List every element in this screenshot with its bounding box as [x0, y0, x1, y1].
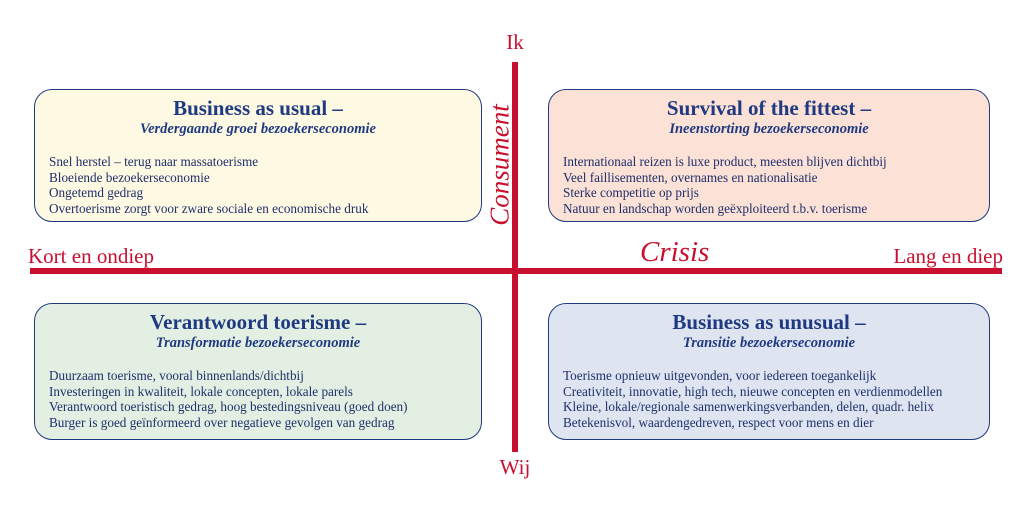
- list-item: Burger is goed geïnformeerd over negatie…: [49, 414, 395, 430]
- list-item: Duurzaam toerisme, vooral binnenlands/di…: [49, 368, 304, 384]
- quadrant-subtitle: Transitie bezoekerseconomie: [682, 335, 856, 352]
- quadrant-dash: –: [350, 310, 367, 334]
- list-item: Investeringen in kwaliteit, lokale conce…: [49, 383, 353, 399]
- list-item: Kleine, lokale/regionale samenwerkingsve…: [563, 399, 934, 415]
- axis-label-right: Lang en diep: [893, 244, 1003, 268]
- list-item: Snel herstel – terug naar massatoerisme: [49, 154, 259, 170]
- list-item: Verantwoord toeristisch gedrag, hoog bes…: [49, 399, 408, 415]
- list-item: Bloeiende bezoekerseconomie: [49, 169, 210, 185]
- quadrant-header: Verantwoord toerisme – Transformatie bez…: [49, 310, 467, 352]
- list-item: Internationaal reizen is luxe product, m…: [563, 154, 887, 170]
- quadrant-subtitle: Ineenstorting bezoekerseconomie: [669, 121, 869, 138]
- list-item: Veel faillisementen, overnames en nation…: [563, 169, 818, 185]
- quadrant-list: Snel herstel – terug naar massatoerisme …: [49, 154, 467, 216]
- list-item: Creativiteit, innovatie, high tech, nieu…: [563, 383, 943, 399]
- quadrant-bottom-right: Business as unusual – Transitie bezoeker…: [548, 303, 990, 440]
- quadrant-title: Business as unusual: [672, 310, 850, 334]
- vertical-axis-line: [512, 62, 518, 452]
- quadrant-header: Business as usual – Verdergaande groei b…: [49, 96, 467, 138]
- axis-label-bottom: Wij: [499, 455, 531, 479]
- axis-label-consument: Consument: [484, 104, 515, 226]
- quadrant-list: Toerisme opnieuw uitgevonden, voor ieder…: [563, 368, 975, 430]
- quadrant-subtitle: Transformatie bezoekerseconomie: [155, 335, 361, 352]
- axis-label-crisis: Crisis: [640, 236, 710, 268]
- axis-label-left: Kort en ondiep: [28, 244, 154, 268]
- quadrant-title: Business as usual: [173, 96, 328, 120]
- quadrant-list: Duurzaam toerisme, vooral binnenlands/di…: [49, 368, 467, 430]
- quadrant-bottom-left: Verantwoord toerisme – Transformatie bez…: [34, 303, 482, 440]
- list-item: Overtoerisme zorgt voor zware sociale en…: [49, 200, 369, 216]
- quadrant-top-left: Business as usual – Verdergaande groei b…: [34, 89, 482, 222]
- quadrant-title: Survival of the fittest: [666, 96, 856, 120]
- quadrant-header: Survival of the fittest – Ineenstorting …: [563, 96, 975, 138]
- quadrant-title: Verantwoord toerisme: [149, 310, 351, 334]
- quadrant-list: Internationaal reizen is luxe product, m…: [563, 154, 975, 216]
- quadrant-subtitle: Verdergaande groei bezoekerseconomie: [140, 121, 376, 138]
- list-item: Ongetemd gedrag: [49, 185, 144, 201]
- quadrant-top-right: Survival of the fittest – Ineenstorting …: [548, 89, 990, 222]
- axis-label-top: Ik: [506, 30, 524, 54]
- list-item: Toerisme opnieuw uitgevonden, voor ieder…: [563, 368, 877, 384]
- list-item: Betekenisvol, waardengedreven, respect v…: [563, 414, 874, 430]
- list-item: Natuur en landschap worden geëxploiteerd…: [563, 200, 868, 216]
- quadrant-header: Business as unusual – Transitie bezoeker…: [563, 310, 975, 352]
- list-item: Sterke competitie op prijs: [563, 185, 699, 201]
- quadrant-dash: –: [855, 96, 872, 120]
- quadrant-dash: –: [849, 310, 866, 334]
- quadrant-dash: –: [327, 96, 343, 120]
